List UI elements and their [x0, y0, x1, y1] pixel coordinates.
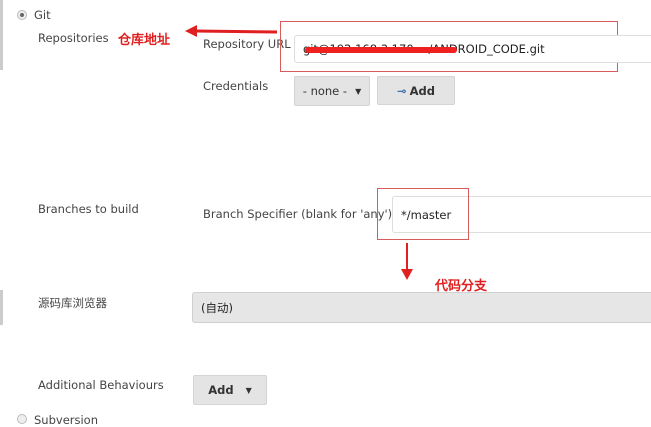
highlight-box [377, 188, 469, 240]
branch-specifier-input[interactable]: */master [392, 196, 651, 233]
add-behaviour-button[interactable]: Add ▼ [193, 375, 267, 405]
redaction-mark [305, 47, 457, 53]
arrow-down-icon [401, 243, 413, 280]
section-bar [0, 0, 3, 70]
credentials-value: - none - [302, 84, 348, 98]
add-label: Add [208, 383, 234, 397]
browser-label: 源码库浏览器 [38, 296, 107, 310]
repository-url-label: Repository URL [203, 37, 291, 51]
additional-behaviours-label: Additional Behaviours [38, 378, 164, 392]
add-label: Add [409, 83, 435, 98]
repositories-label: Repositories [38, 31, 109, 45]
section-bar [0, 290, 3, 325]
subversion-radio[interactable] [17, 414, 27, 424]
git-radio[interactable] [17, 10, 27, 20]
repo-annotation: 仓库地址 [118, 33, 171, 48]
browser-value: (自动) [201, 300, 233, 315]
branches-label: Branches to build [38, 202, 139, 216]
branch-specifier-value: */master [401, 207, 452, 222]
git-label: Git [34, 8, 51, 22]
credentials-label: Credentials [203, 79, 269, 93]
chevron-down-icon: ▼ [355, 86, 362, 96]
chevron-down-icon: ▼ [245, 385, 252, 395]
add-credentials-button[interactable]: ⊸Add [377, 76, 455, 105]
branch-annotation: 代码分支 [435, 279, 488, 294]
subversion-label: Subversion [34, 413, 99, 427]
arrow-left-icon [185, 25, 278, 37]
key-icon: ⊸ [396, 83, 407, 98]
credentials-select[interactable]: - none - ▼ [294, 76, 370, 106]
branch-specifier-label: Branch Specifier (blank for 'any') [203, 207, 393, 221]
browser-select[interactable]: (自动) [192, 292, 651, 323]
